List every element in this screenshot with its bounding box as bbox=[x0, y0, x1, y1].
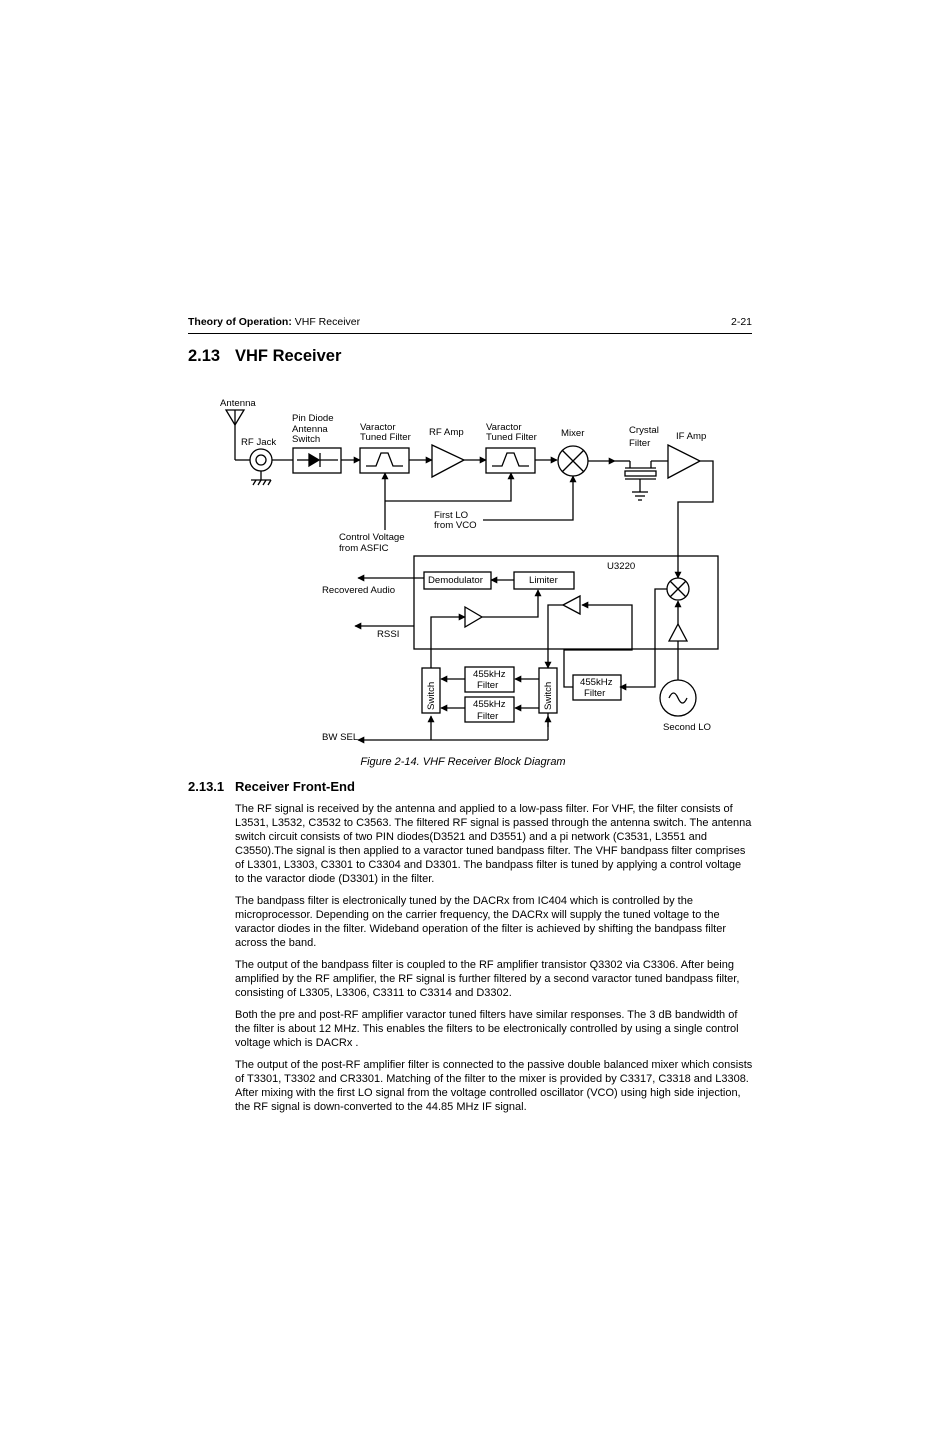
paragraph: The output of the post-RF amplifier filt… bbox=[235, 1059, 753, 1113]
label-filter-c-2: Filter bbox=[584, 688, 606, 699]
label-crystal-1: Crystal bbox=[629, 425, 659, 436]
label-rssi: RSSI bbox=[377, 629, 399, 640]
section-heading: 2.13 VHF Receiver bbox=[188, 347, 341, 366]
section-number: 2.13 bbox=[188, 347, 221, 365]
lo-buffer-triangle bbox=[667, 622, 689, 642]
subsection-heading: 2.13.1 Receiver Front-End bbox=[188, 779, 355, 794]
label-varactor1-2: Tuned Filter bbox=[360, 432, 412, 443]
label-filter-b-2: Filter bbox=[477, 711, 499, 722]
header-section: Theory of Operation: bbox=[188, 316, 292, 328]
label-rf-jack: RF Jack bbox=[241, 437, 276, 448]
running-header: Theory of Operation: VHF Receiver 2-21 bbox=[188, 316, 752, 332]
subsection-number: 2.13.1 bbox=[188, 779, 225, 794]
if-amp-triangle bbox=[667, 443, 702, 480]
subsection-title: Receiver Front-End bbox=[235, 779, 355, 794]
label-rf-amp: RF Amp bbox=[429, 427, 464, 438]
label-pin-diode-2: Antenna bbox=[292, 424, 328, 435]
header-title: VHF Receiver bbox=[291, 316, 361, 328]
label-mixer: Mixer bbox=[561, 428, 585, 439]
demodulator-block bbox=[423, 571, 492, 590]
label-demodulator: Demodulator bbox=[428, 575, 484, 586]
label-antenna: Antenna bbox=[220, 398, 256, 409]
label-first-lo-1: First LO bbox=[434, 510, 468, 521]
figure-caption: Figure 2-14. VHF Receiver Block Diagram bbox=[360, 756, 566, 768]
header-left: Theory of Operation: VHF Receiver bbox=[188, 316, 360, 328]
if-buffer-triangle bbox=[561, 594, 581, 616]
label-varactor1-1: Varactor bbox=[360, 422, 396, 433]
label-u3220: U3220 bbox=[607, 561, 635, 572]
pin-diode-switch-block bbox=[292, 447, 342, 474]
paragraph: The bandpass filter is electronically tu… bbox=[235, 895, 727, 949]
varactor-filter-1 bbox=[359, 447, 410, 474]
rf-jack-icon bbox=[249, 448, 273, 486]
label-switch-2: Switch bbox=[543, 682, 554, 710]
paragraph: The output of the bandpass filter is cou… bbox=[235, 959, 740, 999]
paragraph: The RF signal is received by the antenna… bbox=[235, 803, 752, 885]
label-control-voltage-1: Control Voltage bbox=[339, 532, 405, 543]
second-lo-icon bbox=[659, 679, 697, 717]
if-amp-2-triangle bbox=[464, 605, 484, 629]
header-rule bbox=[188, 333, 752, 334]
page-number: 2-21 bbox=[730, 316, 752, 328]
u3220-block bbox=[413, 555, 719, 650]
label-limiter: Limiter bbox=[529, 575, 559, 586]
label-filter-b-1: 455kHz bbox=[473, 699, 506, 710]
label-varactor2-2: Tuned Filter bbox=[486, 432, 538, 443]
section-title: VHF Receiver bbox=[235, 347, 342, 365]
antenna-icon bbox=[224, 409, 250, 461]
second-mixer-icon bbox=[666, 577, 690, 601]
label-control-voltage-2: from ASFIC bbox=[339, 543, 389, 554]
label-bw-sel: BW SEL bbox=[322, 732, 359, 743]
varactor-filter-2 bbox=[485, 447, 536, 474]
label-pin-diode-3: Switch bbox=[292, 434, 320, 445]
label-if-amp: IF Amp bbox=[676, 431, 706, 442]
crystal-filter-icon bbox=[615, 460, 668, 501]
label-second-lo: Second LO bbox=[663, 722, 711, 733]
block-diagram: Antenna RF Jack Pin Diode Antenna Switch… bbox=[220, 398, 719, 744]
body-text: The RF signal is received by the antenna… bbox=[235, 802, 753, 1122]
label-crystal-2: Filter bbox=[629, 438, 651, 449]
mixer-icon bbox=[557, 445, 589, 477]
paragraph: Both the pre and post-RF amplifier varac… bbox=[235, 1009, 739, 1049]
label-varactor2-1: Varactor bbox=[486, 422, 522, 433]
label-filter-a-1: 455kHz bbox=[473, 669, 506, 680]
label-filter-c-1: 455kHz bbox=[580, 677, 613, 688]
rf-amp-triangle bbox=[431, 443, 466, 479]
label-filter-a-2: Filter bbox=[477, 680, 499, 691]
filter-455-b bbox=[464, 696, 515, 723]
label-first-lo-2: from VCO bbox=[434, 520, 477, 531]
label-pin-diode-1: Pin Diode bbox=[292, 413, 334, 424]
label-switch-1: Switch bbox=[426, 682, 437, 710]
label-recovered-audio: Recovered Audio bbox=[322, 585, 395, 596]
